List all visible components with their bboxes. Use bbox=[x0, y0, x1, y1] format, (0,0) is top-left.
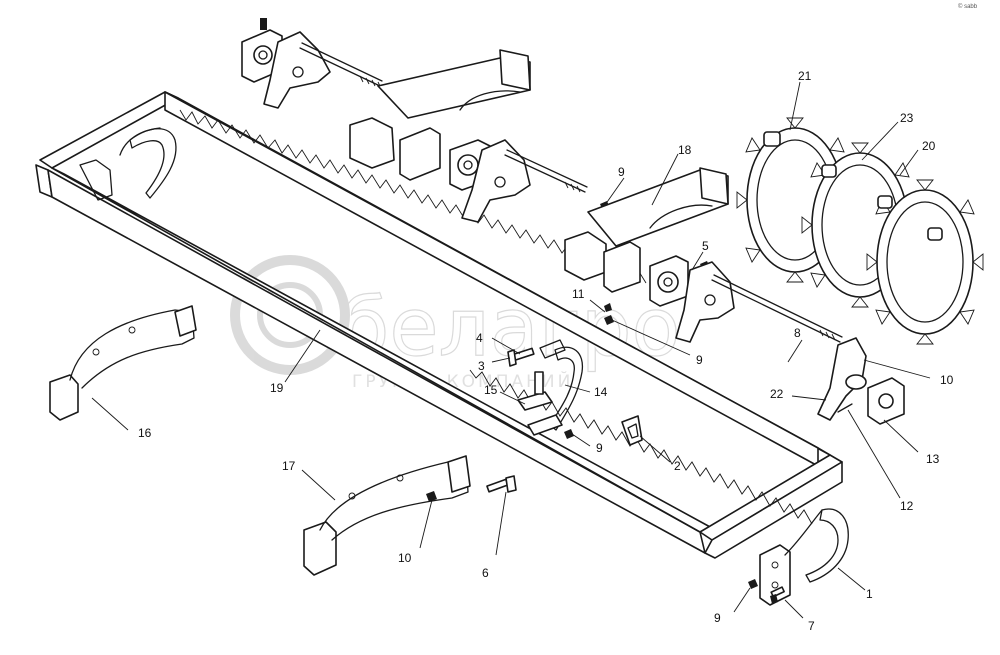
callout-17: 17 bbox=[282, 459, 296, 473]
callouts: 1 2 3 4 5 6 7 8 9 9 9 9 10 10 11 12 13 1… bbox=[138, 69, 954, 633]
callout-9-center: 9 bbox=[596, 441, 603, 455]
callout-18: 18 bbox=[678, 143, 692, 157]
callout-9-middle: 9 bbox=[696, 353, 703, 367]
callout-10-bottom: 10 bbox=[398, 551, 412, 565]
callout-9-top: 9 bbox=[618, 165, 625, 179]
callout-5: 5 bbox=[702, 239, 709, 253]
callout-10-right: 10 bbox=[940, 373, 954, 387]
leader-lines bbox=[91, 81, 931, 619]
callout-2: 2 bbox=[674, 459, 681, 473]
callout-15: 15 bbox=[484, 383, 498, 397]
callout-21: 21 bbox=[798, 69, 812, 83]
callout-23: 23 bbox=[900, 111, 914, 125]
callout-6: 6 bbox=[482, 566, 489, 580]
callout-22: 22 bbox=[770, 387, 784, 401]
callout-9-bottom: 9 bbox=[714, 611, 721, 625]
central-tine-assembly bbox=[517, 339, 643, 446]
callout-3: 3 bbox=[478, 359, 485, 373]
upper-shaft-assembly bbox=[241, 29, 588, 223]
callout-11: 11 bbox=[572, 287, 585, 301]
middle-bracket-assembly bbox=[564, 167, 905, 425]
callout-7: 7 bbox=[808, 619, 815, 633]
main-frame bbox=[35, 91, 849, 606]
spiked-wheels bbox=[736, 117, 984, 345]
callout-19: 19 bbox=[270, 381, 284, 395]
callout-14: 14 bbox=[594, 385, 608, 399]
support-arm-17 bbox=[303, 455, 471, 576]
callout-16: 16 bbox=[138, 426, 152, 440]
callout-8: 8 bbox=[794, 326, 801, 340]
callout-12: 12 bbox=[900, 499, 914, 513]
callout-13: 13 bbox=[926, 452, 940, 466]
callout-4: 4 bbox=[476, 331, 483, 345]
callout-20: 20 bbox=[922, 139, 936, 153]
callout-1: 1 bbox=[866, 587, 873, 601]
support-arm-16 bbox=[49, 305, 197, 421]
corner-mark: © sabb bbox=[958, 3, 978, 10]
